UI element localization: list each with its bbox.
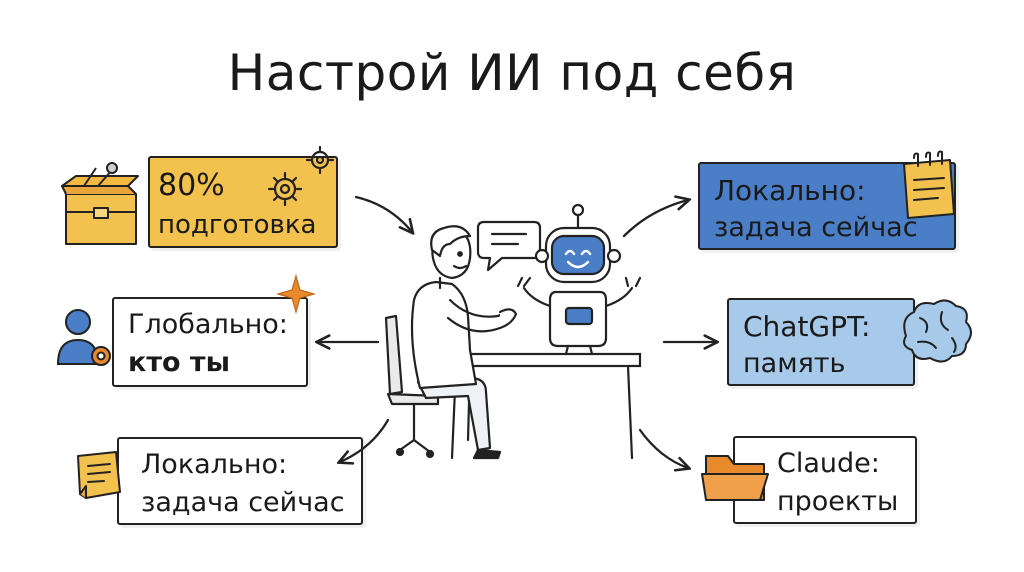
card-local-left: Локально: задача сейчас: [117, 437, 363, 525]
card-claude-title: Claude:: [777, 448, 880, 479]
card-global-label: кто ты: [128, 347, 230, 378]
arrow-center-to-claude: [638, 428, 688, 468]
card-global: Глобально: кто ты: [112, 297, 308, 387]
card-local-left-label: задача сейчас: [141, 487, 345, 518]
arrow-center-to-local-left: [340, 418, 390, 462]
robot-icon: [516, 203, 642, 356]
person-icon: [384, 225, 518, 460]
sparkle-icon: [275, 273, 317, 315]
note-icon: [77, 451, 121, 499]
notepad-icon: [903, 150, 955, 219]
brain-icon: [903, 299, 972, 363]
user-gear-icon: [56, 309, 111, 366]
card-chatgpt-label: память: [743, 348, 846, 379]
card-preparation-percent: 80%: [158, 168, 225, 203]
page-title: Настрой ИИ под себя: [227, 44, 797, 102]
gear-icon: [267, 145, 335, 207]
card-chatgpt-title: ChatGPT:: [743, 310, 871, 343]
chat-bubble-icon: [476, 220, 542, 272]
arrow-center-to-local-right: [622, 200, 688, 238]
card-global-title: Глобально:: [128, 309, 288, 340]
folder-icon: [701, 455, 769, 501]
card-local-right-label: задача сейчас: [714, 212, 918, 243]
card-preparation-label: подготовка: [158, 210, 317, 240]
card-local-left-title: Локально:: [141, 449, 288, 480]
card-claude: Claude: проекты: [733, 436, 917, 524]
card-preparation: 80% подготовка: [148, 156, 338, 248]
card-local-right-title: Локально:: [714, 174, 866, 207]
card-claude-label: проекты: [777, 486, 899, 517]
card-chatgpt: ChatGPT: память: [727, 298, 915, 386]
arrow-prep-to-center: [354, 195, 412, 232]
toolbox-icon: [61, 162, 139, 245]
